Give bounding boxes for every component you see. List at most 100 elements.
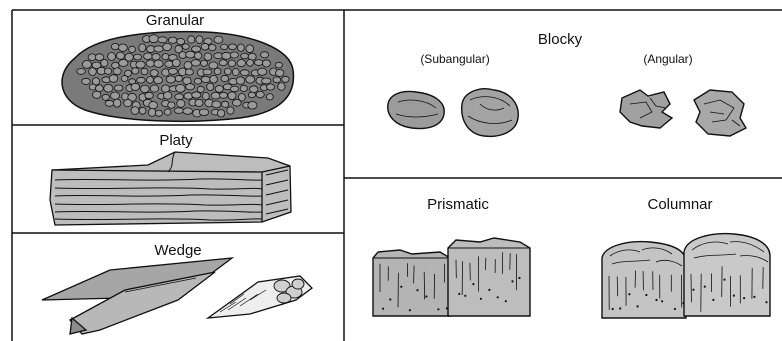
granule-grain (228, 92, 236, 100)
columnar-illustration (602, 234, 770, 318)
granule-grain (77, 69, 86, 75)
granule-grain (199, 109, 209, 116)
granule-grain (228, 60, 235, 67)
granule-grain (282, 76, 289, 82)
granule-grain (203, 69, 212, 75)
texture-dot (426, 296, 427, 297)
texture-dot (743, 297, 744, 298)
blocky-angular-illustration (620, 90, 746, 136)
granule-grain (227, 107, 234, 114)
granule-grain (166, 76, 175, 83)
granule-grain (221, 44, 228, 50)
texture-dot (382, 308, 383, 309)
wedge-illustration (42, 258, 312, 334)
blocky-subangular-illustration (388, 89, 519, 137)
granule-grain (194, 78, 201, 84)
granule-grain (197, 86, 204, 92)
texture-dot (646, 294, 647, 295)
blocky-angular-label: (Angular) (643, 52, 692, 66)
granule-grain (137, 77, 146, 83)
granule-grain (185, 69, 193, 75)
texture-dot (438, 309, 439, 310)
texture-streak (414, 266, 415, 284)
texture-dot (417, 290, 418, 291)
texture-dot (620, 308, 621, 309)
texture-dot (754, 296, 755, 297)
granule-grain (96, 85, 104, 92)
granule-grain (196, 36, 203, 44)
granule-grain (247, 59, 254, 66)
texture-dot (480, 298, 481, 299)
texture-dot (704, 286, 705, 287)
granule-grain (201, 43, 209, 50)
texture-dot (505, 301, 506, 302)
granule-grain (217, 110, 224, 117)
granule-grain (93, 91, 101, 98)
granule-grain (163, 92, 172, 99)
granule-grain (104, 84, 113, 92)
granule-grain (164, 109, 171, 115)
granule-grain (119, 60, 128, 67)
granule-grain (240, 85, 247, 91)
texture-dot (733, 295, 734, 296)
granule-grain (195, 99, 203, 106)
granule-grain (266, 94, 273, 100)
granule-grain (131, 107, 139, 115)
texture-dot (724, 279, 725, 280)
granule-grain (141, 68, 148, 75)
granule-grain (174, 108, 183, 114)
granule-grain (163, 43, 172, 50)
granule-grain (148, 108, 155, 116)
granule-grain (230, 52, 238, 58)
granule-grain (248, 92, 255, 98)
granule-grain (105, 100, 114, 106)
granule-grain (89, 68, 97, 76)
granule-grain (202, 92, 209, 99)
granule-grain (248, 102, 257, 110)
texture-dot (497, 297, 498, 298)
granule-grain (229, 44, 237, 50)
granule-grain (139, 44, 146, 52)
granule-grain (145, 92, 153, 98)
granule-grain (237, 60, 245, 67)
granule-grain (201, 60, 208, 66)
texture-dot (459, 293, 460, 294)
granule-grain (147, 77, 154, 84)
granule-grain (154, 46, 163, 52)
granule-grain (149, 35, 158, 43)
granule-grain (276, 69, 284, 76)
prismatic-illustration (373, 238, 530, 316)
granule-grain (209, 44, 216, 50)
granule-grain (204, 53, 212, 61)
granule-grain (232, 68, 239, 75)
granule-grain (246, 76, 255, 83)
granule-grain (219, 60, 227, 66)
granule-grain (273, 77, 281, 83)
granule-grain (192, 46, 201, 52)
granule-grain (154, 60, 163, 67)
granule-grain (188, 36, 195, 43)
granule-grain (212, 101, 221, 108)
prismatic-title: Prismatic (427, 196, 489, 213)
granule-grain (214, 36, 223, 43)
texture-dot (519, 277, 520, 278)
texture-dot (465, 295, 466, 296)
granule-grain (222, 52, 231, 59)
granule-grain (149, 102, 158, 109)
texture-dot (612, 308, 613, 309)
texture-dot (683, 303, 684, 304)
granule-grain (267, 84, 275, 90)
granule-grain (105, 68, 112, 74)
texture-dot (713, 299, 714, 300)
granule-grain (150, 85, 158, 92)
granule-grain (236, 77, 244, 85)
granule-grain (183, 108, 193, 114)
granule-grain (139, 107, 146, 114)
granule-grain (220, 92, 228, 98)
granule-grain (154, 77, 163, 84)
granule-grain (250, 86, 258, 93)
texture-dot (409, 310, 410, 311)
columnar-title: Columnar (647, 196, 712, 213)
granule-grain (175, 94, 184, 100)
granule-grain (256, 91, 264, 97)
